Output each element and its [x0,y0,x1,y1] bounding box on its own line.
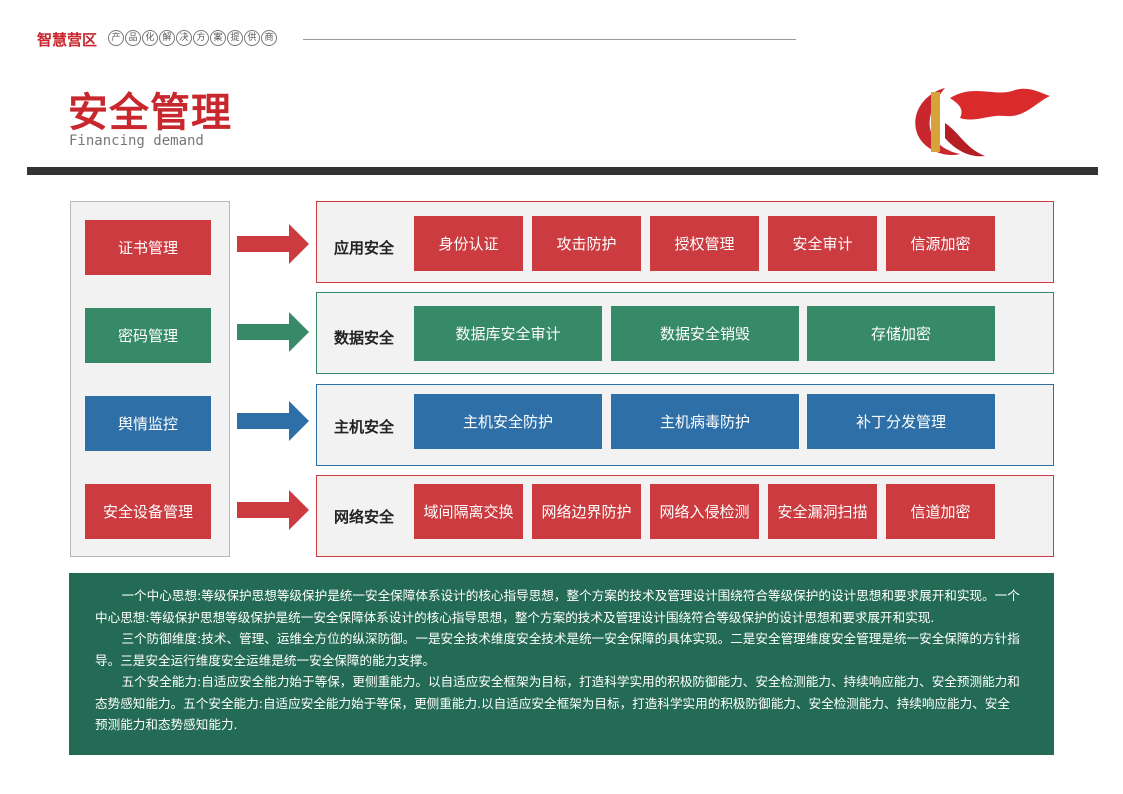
left-item-device: 安全设备管理 [85,484,211,539]
description-panel: 一个中心思想:等级保护思想等级保护是统一安全保障体系设计的核心指导思想，整个方案… [69,573,1054,755]
feature-chip: 攻击防护 [532,216,641,271]
feature-chip: 数据安全销毁 [611,306,799,361]
left-item-opinion: 舆情监控 [85,396,211,451]
slogan-char: 商 [261,30,277,46]
feature-chip: 安全漏洞扫描 [768,484,877,539]
feature-chip: 网络入侵检测 [650,484,759,539]
description-paragraph: 三个防御维度:技术、管理、运维全方位的纵深防御。一是安全技术维度安全技术是统一安… [95,631,1020,668]
description-paragraph: 五个安全能力:自适应安全能力始于等保，更侧重能力。以自适应安全框架为目标，打造科… [95,674,1020,732]
feature-chip: 授权管理 [650,216,759,271]
category-label: 网络安全 [334,508,395,526]
flag-logo-icon [915,88,1050,157]
arrow-right-icon [237,401,309,441]
slogan-char: 提 [227,30,243,46]
slogan-char: 化 [142,30,158,46]
feature-chip: 域间隔离交换 [414,484,523,539]
left-item-password: 密码管理 [85,308,211,363]
description-paragraph: 一个中心思想:等级保护思想等级保护是统一安全保障体系设计的核心指导思想，整个方案… [95,588,1020,625]
category-label: 应用安全 [334,239,395,257]
slogan: 产 品 化 解 决 方 案 提 供 商 [108,30,277,46]
slogan-char: 决 [176,30,192,46]
arrow-right-icon [237,490,309,530]
slogan-char: 品 [125,30,141,46]
brand-name: 智慧营区 [37,31,98,49]
page-title: 安全管理 [68,90,232,136]
category-label: 数据安全 [334,329,395,347]
slogan-char: 解 [159,30,175,46]
feature-chip: 数据库安全审计 [414,306,602,361]
feature-chip: 补丁分发管理 [807,394,995,449]
feature-chip: 身份认证 [414,216,523,271]
feature-chip: 信源加密 [886,216,995,271]
feature-chip: 存储加密 [807,306,995,361]
arrow-right-icon [237,224,309,264]
slogan-char: 案 [210,30,226,46]
feature-chip: 信道加密 [886,484,995,539]
feature-chip: 主机安全防护 [414,394,602,449]
arrow-right-icon [237,312,309,352]
slogan-char: 产 [108,30,124,46]
header-bar [27,167,1098,175]
header-divider [303,39,796,40]
feature-chip: 安全审计 [768,216,877,271]
feature-chip: 网络边界防护 [532,484,641,539]
slogan-char: 方 [193,30,209,46]
page-subtitle: Financing demand [69,133,204,149]
feature-chip: 主机病毒防护 [611,394,799,449]
category-label: 主机安全 [334,418,395,436]
left-item-cert: 证书管理 [85,220,211,275]
slogan-char: 供 [244,30,260,46]
